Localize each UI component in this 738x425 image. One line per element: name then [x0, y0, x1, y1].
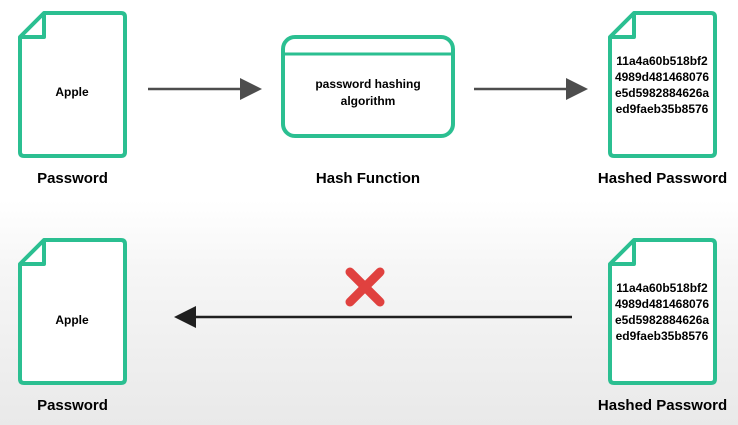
top-password-file-text: Apple [55, 85, 89, 99]
hash-line: 11a4a60b518bf2 [616, 54, 708, 68]
bottom-password-file-text: Apple [55, 313, 89, 327]
cross-icon [345, 267, 385, 307]
hash-function-box-shape [281, 35, 455, 138]
top-arrow-1-head [240, 78, 262, 100]
top-hashed-file-shape [608, 11, 717, 158]
hash-line: e5d5982884626a [614, 313, 710, 327]
reverse-arrow-head [174, 306, 196, 328]
top-password-file-fold [20, 13, 46, 39]
hash-line: 4989d481468076 [614, 70, 710, 84]
bottom-hashed-file-fold [610, 240, 636, 266]
top-arrow-2-head [566, 78, 588, 100]
hash-line: ed9faeb35b8576 [615, 329, 709, 343]
hash-function-text-line-2: algorithm [340, 94, 396, 108]
top-hashed-file-fold [610, 13, 636, 39]
top-password-file-shape [18, 11, 127, 158]
bottom-password-file-fold [20, 240, 46, 266]
top-password-caption: Password [37, 170, 108, 187]
hash-function-text-line-1: password hashing [315, 77, 421, 91]
hash-line: 4989d481468076 [614, 297, 710, 311]
hash-line: e5d5982884626a [614, 86, 710, 100]
hash-function-box-text: password hashing algorithm [283, 76, 453, 110]
hash-function-caption: Hash Function [315, 170, 421, 187]
hash-line: 11a4a60b518bf2 [616, 281, 708, 295]
bottom-password-caption: Password [37, 397, 108, 414]
bottom-hashed-file-text: 11a4a60b518bf2 4989d481468076 e5d5982884… [607, 280, 717, 344]
hash-line: ed9faeb35b8576 [615, 102, 709, 116]
top-hashed-file-text: 11a4a60b518bf2 4989d481468076 e5d5982884… [607, 53, 717, 117]
bottom-hashed-caption: Hashed Password [597, 397, 728, 414]
top-hashed-caption: Hashed Password [597, 170, 728, 187]
bottom-password-file-shape [18, 238, 127, 385]
bottom-hashed-file-shape [608, 238, 717, 385]
